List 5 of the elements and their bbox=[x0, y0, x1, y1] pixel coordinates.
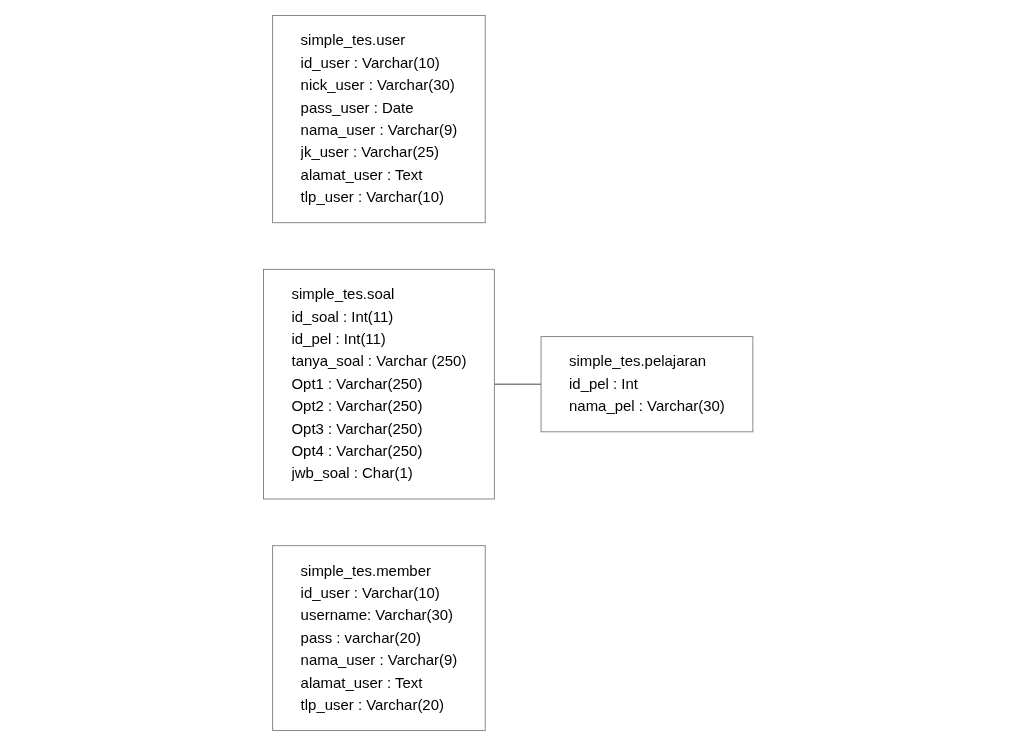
node-box: simple_tes.pelajaran id_pel : Int nama_pel : Varchar(30) bbox=[540, 335, 754, 432]
node-box: simple_tes.user id_user : Varchar(10) nick_user : Varchar(30) pass_user : Date nama_user : Varchar(9) jk_user : Varchar(25) alamat_user : Text tlp_user : Varchar(10) bbox=[272, 14, 487, 223]
connector bbox=[494, 383, 542, 385]
node-box: simple_tes.soal id_soal : Int(11) id_pel : Int(11) tanya_soal : Varchar (250) Opt1 : Varchar(250) Opt2 : Varchar(250) Opt3 : Varchar(250) Opt4 : Varchar(250) jwb_soal : Char(1) bbox=[263, 268, 496, 499]
node-box: simple_tes.member id_user : Varchar(10) username: Varchar(30) pass : varchar(20) nama_user : Varchar(9) alamat_user : Text tlp_user : Varchar(20) bbox=[272, 544, 487, 731]
